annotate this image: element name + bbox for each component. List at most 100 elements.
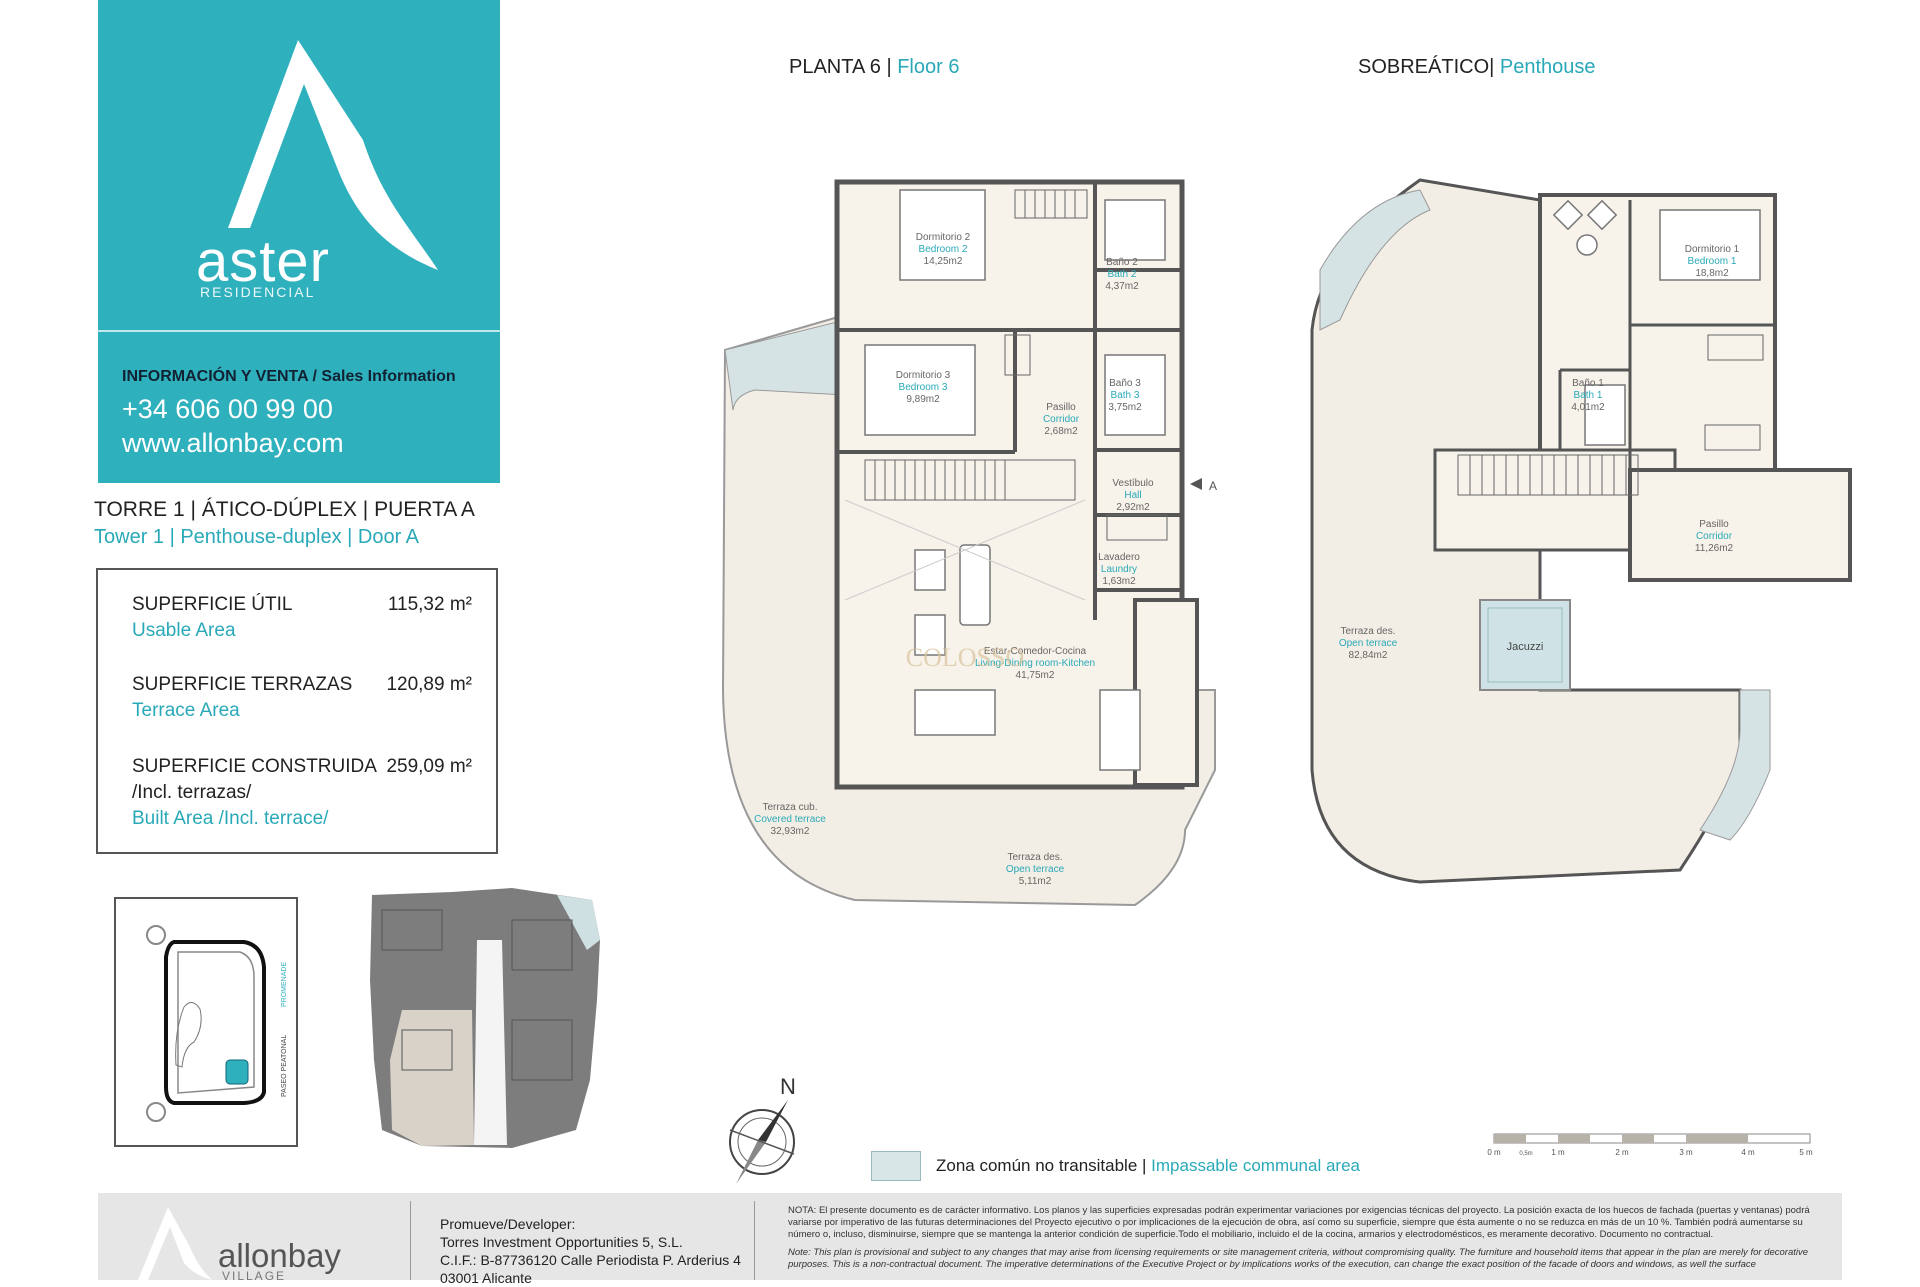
floor6-plan: Dormitorio 2 Bedroom 2 14,25m2 Baño 2 Ba… <box>721 179 1217 907</box>
door-marker: A <box>1209 479 1217 493</box>
developer-line: C.I.F.: B-87736120 Calle Periodista P. A… <box>440 1252 741 1268</box>
room-label: Terraza des. <box>1007 852 1062 863</box>
room-area: 11,26m2 <box>1695 543 1734 554</box>
website-link[interactable]: www.allonbay.com <box>122 428 344 458</box>
scale-tick: 1 m <box>1551 1148 1565 1157</box>
footer-divider <box>410 1201 411 1280</box>
built-area-label-en: Built Area /Incl. terrace/ <box>132 808 329 829</box>
room-area: 41,75m2 <box>1016 670 1055 681</box>
usable-area-label: SUPERFICIE ÚTIL <box>132 594 293 615</box>
room-label-en: Open terrace <box>1339 638 1398 649</box>
usable-area-value: 115,32 m² <box>387 594 472 615</box>
built-area-label-extra: /Incl. terrazas/ <box>132 782 252 803</box>
scale-tick: 0,5m <box>1519 1151 1532 1157</box>
watermark: COLOSSO <box>906 643 1024 672</box>
area-summary: SUPERFICIE ÚTIL Usable Area 115,32 m² SU… <box>96 568 498 854</box>
room-area: 2,68m2 <box>1044 426 1078 437</box>
terrace-area-value: 120,89 m² <box>386 674 472 695</box>
compass-icon: N <box>729 1074 796 1184</box>
legal-note: NOTA: El presente documento es de caráct… <box>788 1205 1818 1271</box>
room-area: 4,37m2 <box>1105 281 1139 292</box>
brand-panel: aster RESIDENCIAL INFORMACIÓN Y VENTA / … <box>98 0 500 483</box>
built-area-label: SUPERFICIE CONSTRUIDA <box>132 756 377 777</box>
promenade-label: PROMENADE <box>281 962 288 1007</box>
allonbay-logo-icon <box>138 1207 212 1280</box>
room-label-en: Open terrace <box>1006 864 1065 875</box>
room-label-en: Laundry <box>1101 564 1137 575</box>
terrace-area-label-en: Terrace Area <box>132 700 240 721</box>
footer-brand: allonbay <box>218 1237 341 1274</box>
penthouse-plan: Jacuzzi Dormitorio 1 Bedroom 1 18,8m2 Ba… <box>1310 178 1852 884</box>
usable-area-label-en: Usable Area <box>132 620 236 641</box>
room-label: Baño 2 <box>1106 257 1138 268</box>
phone-number[interactable]: +34 606 00 99 00 <box>122 394 333 424</box>
room-label-en: Corridor <box>1696 531 1733 542</box>
entrance-arrow-icon <box>1190 478 1202 490</box>
room-label: Pasillo <box>1699 519 1729 530</box>
room-label: Estar-Comedor-Cocina <box>984 646 1087 657</box>
room-area: 14,25m2 <box>924 256 963 267</box>
built-area-value: 259,09 m² <box>386 756 472 777</box>
developer-info: Promueve/Developer: Torres Investment Op… <box>440 1215 741 1287</box>
brand-name: aster <box>196 229 330 294</box>
room-area: 5,11m2 <box>1019 876 1052 887</box>
scale-bar: 0 m 0,5m 1 m 2 m 3 m 4 m 5 m <box>1487 1133 1813 1157</box>
room-label-en: Bath 3 <box>1111 390 1140 401</box>
unit-title: TORRE 1 | ÁTICO-DÚPLEX | PUERTA A <box>94 498 475 521</box>
scale-tick: 0 m <box>1487 1148 1501 1157</box>
floor6-heading-es: PLANTA 6 | <box>789 56 892 78</box>
legend-text-en: Impassable communal area <box>1151 1156 1360 1175</box>
floor6-heading: PLANTA 6 | Floor 6 <box>789 56 959 79</box>
room-label-en: Hall <box>1124 490 1141 501</box>
room-area: 3,75m2 <box>1108 402 1142 413</box>
room-label: Baño 1 <box>1572 378 1604 389</box>
legend-text-es: Zona común no transitable | <box>936 1156 1147 1175</box>
room-label: Dormitorio 3 <box>896 370 951 381</box>
legend-text: Zona común no transitable | Impassable c… <box>936 1156 1360 1176</box>
footer: allonbay VILLAGE Promueve/Developer: Tor… <box>98 1193 1842 1286</box>
scale-tick: 2 m <box>1615 1148 1629 1157</box>
room-label-en: Covered terrace <box>754 814 826 825</box>
room-label-en: Corridor <box>1043 414 1080 425</box>
room-area: 82,84m2 <box>1349 650 1388 661</box>
sales-info-label: INFORMACIÓN Y VENTA / Sales Information <box>122 368 456 385</box>
terrace-area-label: SUPERFICIE TERRAZAS <box>132 674 353 695</box>
footer-divider <box>754 1201 755 1280</box>
developer-line: Torres Investment Opportunities 5, S.L. <box>440 1234 683 1250</box>
room-area: 9,89m2 <box>906 394 940 405</box>
room-label: Vestíbulo <box>1112 478 1154 489</box>
divider <box>98 330 500 332</box>
legal-note-es: NOTA: El presente documento es de caráct… <box>788 1205 1810 1240</box>
room-area: 1,63m2 <box>1102 576 1136 587</box>
room-label-en: Bedroom 2 <box>919 244 968 255</box>
footer-brand-sub: VILLAGE <box>222 1269 287 1283</box>
scale-tick: 4 m <box>1741 1148 1755 1157</box>
room-label: Terraza des. <box>1340 626 1395 637</box>
room-label-en: Bath 2 <box>1108 269 1137 280</box>
scale-tick: 5 m <box>1799 1148 1813 1157</box>
room-area: 18,8m2 <box>1695 268 1729 279</box>
legal-note-en: Note: This plan is provisional and subje… <box>788 1247 1809 1270</box>
legend-swatch <box>871 1151 921 1181</box>
room-area: 2,92m2 <box>1116 502 1150 513</box>
room-label: Lavadero <box>1098 552 1140 563</box>
building-key-plan <box>370 888 600 1148</box>
room-label: Dormitorio 1 <box>1685 244 1740 255</box>
penthouse-heading: SOBREÁTICO| Penthouse <box>1358 56 1596 79</box>
room-area: 4,01m2 <box>1571 402 1605 413</box>
unit-subtitle: Tower 1 | Penthouse-duplex | Door A <box>94 526 420 548</box>
floor6-heading-en: Floor 6 <box>897 56 960 78</box>
developer-line: 03001 Alicante <box>440 1270 532 1286</box>
penthouse-heading-es: SOBREÁTICO| <box>1358 56 1495 78</box>
room-label: Terraza cub. <box>762 802 817 813</box>
room-label-en: Living-Dining room-Kitchen <box>975 658 1095 669</box>
room-label: Dormitorio 2 <box>916 232 971 243</box>
penthouse-heading-en: Penthouse <box>1499 56 1596 78</box>
scale-tick: 3 m <box>1679 1148 1693 1157</box>
room-area: 32,93m2 <box>771 826 810 837</box>
room-label: Baño 3 <box>1109 378 1141 389</box>
room-label-en: Bedroom 3 <box>899 382 948 393</box>
room-label: Pasillo <box>1046 402 1076 413</box>
aster-logo-icon <box>228 40 438 270</box>
room-label-en: Bedroom 1 <box>1688 256 1737 267</box>
